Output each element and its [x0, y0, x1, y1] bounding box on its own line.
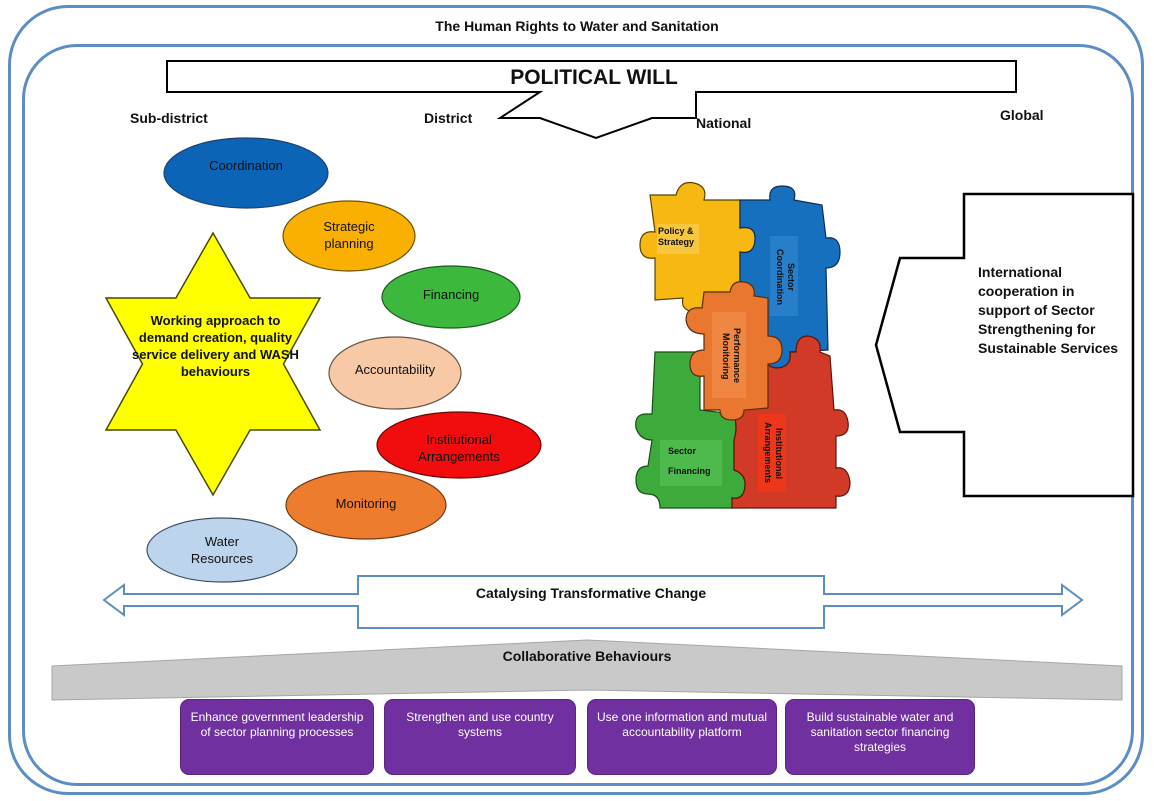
ellipse-institutional	[376, 411, 542, 479]
level-global: Global	[1000, 107, 1044, 123]
puzzle-financing-label-2: Financing	[668, 466, 711, 476]
puzzle-institutional-label: Institutional Arrangements	[763, 422, 784, 484]
ellipse-accountability	[328, 336, 462, 410]
international-cooperation-label: International cooperation in support of …	[978, 264, 1119, 356]
behaviour-box-financing-strategies: Build sustainable water and sanitation s…	[785, 699, 975, 775]
puzzle-policy-label: Policy & Strategy	[658, 226, 695, 247]
catalysing-arrow	[102, 575, 1084, 629]
ellipse-monitoring-label: Monitoring	[335, 495, 397, 511]
ellipse-accountability-label: Accountability	[354, 361, 436, 377]
star-shape	[104, 231, 322, 497]
puzzle-coordination-label: Sector Coordination	[775, 249, 796, 305]
catalysing-label: Catalysing Transformative Change	[475, 585, 707, 601]
level-national: National	[696, 115, 752, 131]
ellipse-water-resources-label: Water Resources	[190, 534, 254, 566]
political-will-arrow	[166, 60, 1017, 140]
collaborative-behaviours-label: Collaborative Behaviours	[502, 648, 672, 664]
puzzle-perf-label-bg	[712, 312, 746, 398]
puzzle-inst-label-bg	[758, 414, 786, 492]
behaviour-box-leadership: Enhance government leadership of sector …	[180, 699, 374, 775]
ellipse-financing-label: Financing	[422, 286, 480, 302]
ellipse-water-resources	[146, 517, 298, 583]
ellipse-financing	[381, 265, 521, 329]
puzzle-policy-label-bg	[657, 224, 699, 254]
international-arrow	[874, 192, 1135, 498]
level-district: District	[424, 110, 473, 126]
puzzle-financing-label-1: Sector	[668, 446, 697, 456]
ellipse-coordination-label: Coordination	[209, 157, 283, 173]
political-will-label: POLITICAL WILL	[510, 66, 678, 89]
ellipse-monitoring	[285, 470, 447, 540]
level-sub-district: Sub-district	[130, 110, 208, 126]
behaviour-box-country-systems: Strengthen and use country systems	[384, 699, 576, 775]
puzzle-performance-label: Performance Monitoring	[721, 328, 742, 384]
ellipse-institutional-label: Institutional Arrangements	[418, 432, 500, 464]
behaviour-box-information-platform: Use one information and mutual accountab…	[587, 699, 777, 775]
puzzle-fin-label-bg	[660, 440, 722, 486]
collaborative-wedge	[51, 639, 1123, 701]
star-label: Working approach to demand creation, qua…	[132, 313, 299, 379]
diagram-title: The Human Rights to Water and Sanitation	[435, 18, 719, 34]
outer-frame	[8, 5, 1144, 795]
ellipse-coordination	[163, 137, 329, 209]
ellipse-strategic-planning-label: Strategic planning	[323, 219, 375, 251]
ellipse-strategic-planning	[282, 200, 416, 272]
puzzle-coord-label-bg	[770, 236, 798, 316]
